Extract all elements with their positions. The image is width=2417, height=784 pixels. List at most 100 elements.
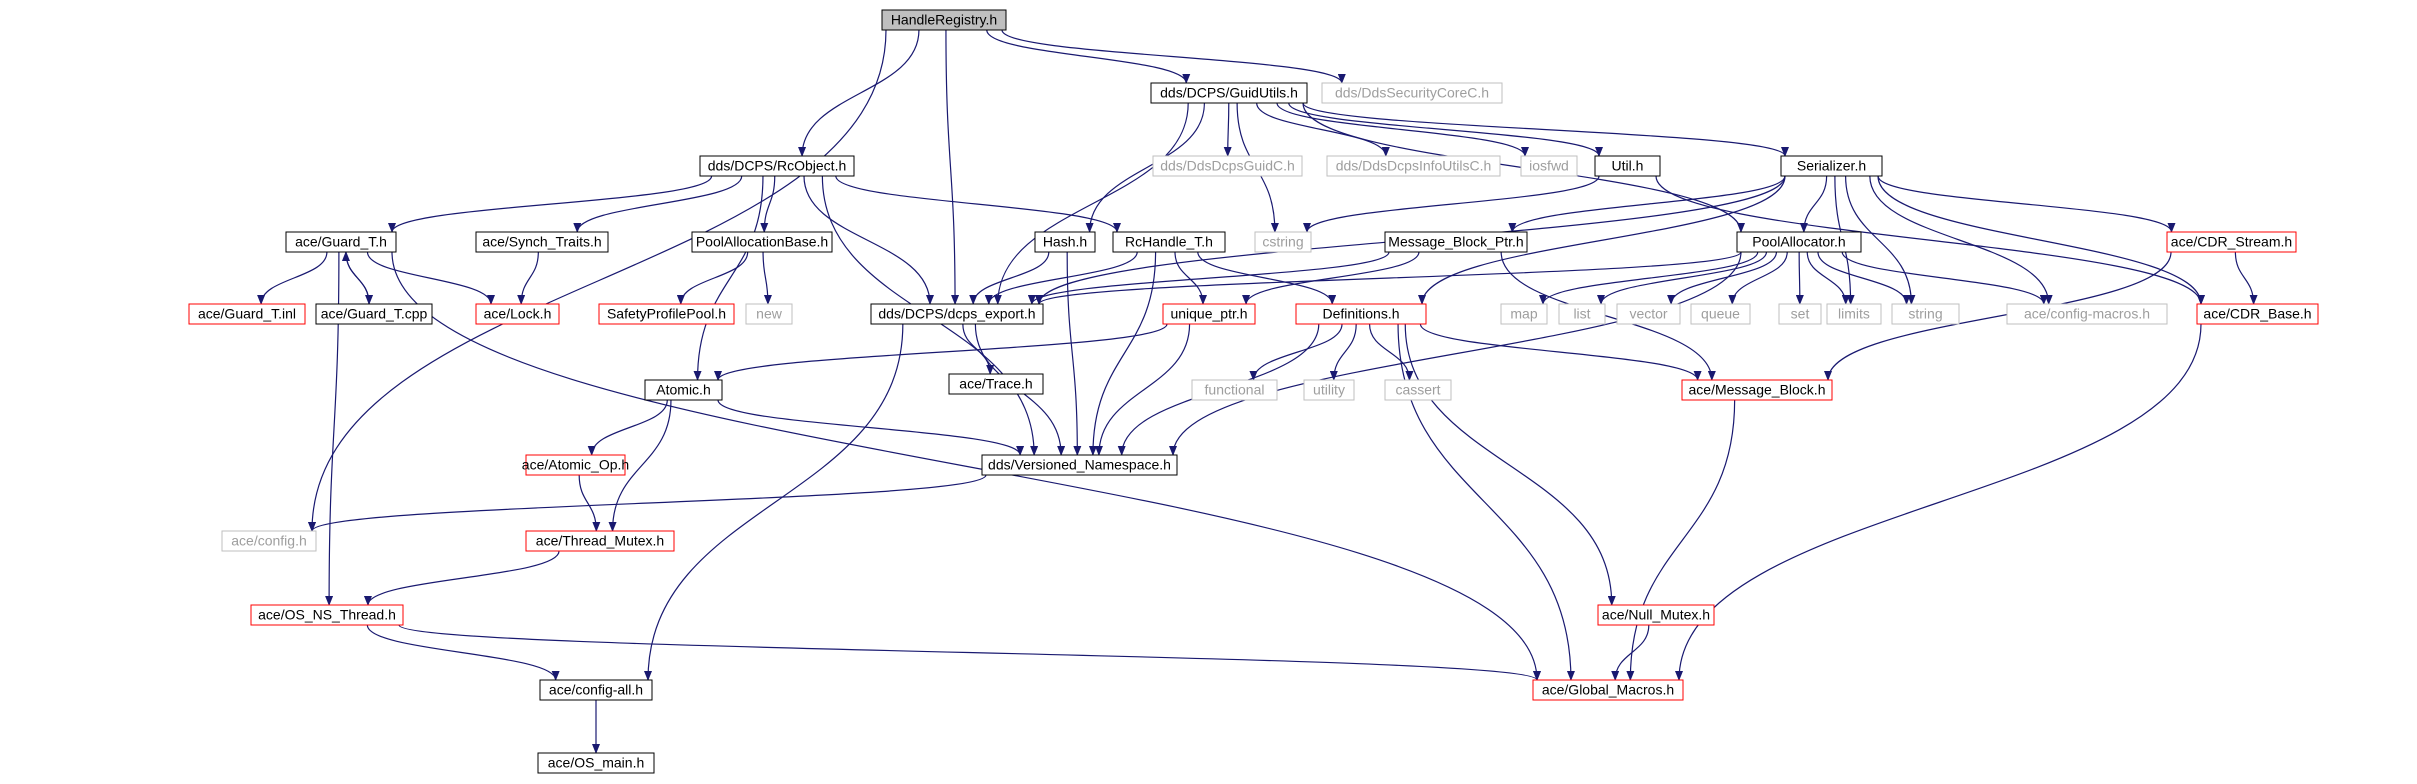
node-box (1681, 379, 1833, 401)
node-vector[interactable]: vector (1616, 303, 1681, 325)
edge-rchandle-to-dcpsexport (984, 251, 1138, 305)
node-atomicop[interactable]: ace/Atomic_Op.h (522, 454, 629, 476)
node-box (1162, 303, 1256, 325)
edge-rcobject-to-poolallocbase (760, 175, 776, 233)
node-box (188, 303, 306, 325)
node-label: ace/config.h (231, 533, 307, 549)
node-list[interactable]: list (1558, 303, 1606, 325)
node-securitycore[interactable]: dds/DdsSecurityCoreC.h (1321, 82, 1503, 104)
node-box (1112, 231, 1226, 253)
node-label: cstring (1262, 234, 1303, 250)
edge-uniqueptr-to-versioned (1094, 323, 1191, 456)
node-handleregistry[interactable]: HandleRegistry.h (881, 9, 1007, 31)
node-util[interactable]: Util.h (1594, 155, 1661, 177)
node-limits[interactable]: limits (1826, 303, 1882, 325)
edge-handleregistry-to-guidutils (986, 29, 1191, 84)
node-osmain[interactable]: ace/OS_main.h (537, 752, 655, 774)
node-box (2166, 231, 2297, 253)
node-label: string (1908, 306, 1942, 322)
node-rchandle[interactable]: RcHandle_T.h (1112, 231, 1226, 253)
node-guardinl[interactable]: ace/Guard_T.inl (188, 303, 306, 325)
edge-poolallocator-to-configmacros (1841, 251, 2048, 305)
node-new[interactable]: new (745, 303, 793, 325)
node-label: ace/OS_main.h (548, 755, 645, 771)
node-functional[interactable]: functional (1191, 379, 1278, 401)
node-label: dds/DdsDcpsInfoUtilsC.h (1336, 158, 1492, 174)
node-map[interactable]: map (1500, 303, 1548, 325)
node-osnsthread[interactable]: ace/OS_NS_Thread.h (250, 604, 404, 626)
node-guardt[interactable]: ace/Guard_T.h (285, 231, 397, 253)
node-set[interactable]: set (1778, 303, 1822, 325)
node-cstring[interactable]: cstring (1254, 231, 1312, 253)
node-mbptr[interactable]: Message_Block_Ptr.h (1384, 231, 1528, 253)
node-infoutilsc[interactable]: dds/DdsDcpsInfoUtilsC.h (1326, 155, 1501, 177)
node-label: queue (1701, 306, 1740, 322)
node-box (1558, 303, 1606, 325)
node-trace[interactable]: ace/Trace.h (948, 373, 1044, 395)
node-synchtraits[interactable]: ace/Synch_Traits.h (475, 231, 609, 253)
edge-serializer-to-cdrstream (1877, 175, 2176, 233)
edge-serializer-to-poolallocator (1799, 175, 1828, 233)
node-configmacros[interactable]: ace/config-macros.h (2006, 303, 2168, 325)
node-queue[interactable]: queue (1690, 303, 1751, 325)
node-label: dds/Versioned_Namespace.h (988, 457, 1171, 473)
node-box (1690, 303, 1751, 325)
node-box (699, 155, 855, 177)
node-string[interactable]: string (1891, 303, 1960, 325)
edge-rchandle-to-versioned (1088, 251, 1157, 456)
node-label: dds/DdsDcpsGuidC.h (1160, 158, 1295, 174)
node-config[interactable]: ace/config.h (221, 530, 317, 552)
node-cassert[interactable]: cassert (1384, 379, 1452, 401)
node-utility[interactable]: utility (1303, 379, 1355, 401)
node-label: ace/Message_Block.h (1689, 382, 1826, 398)
node-guidutils[interactable]: dds/DCPS/GuidUtils.h (1150, 82, 1308, 104)
node-uniqueptr[interactable]: unique_ptr.h (1162, 303, 1256, 325)
node-messageblock[interactable]: ace/Message_Block.h (1681, 379, 1833, 401)
node-definitions[interactable]: Definitions.h (1295, 303, 1427, 325)
edge-guidutils-to-dcpsexport (993, 102, 1189, 305)
node-box (475, 303, 560, 325)
node-guidc[interactable]: dds/DdsDcpsGuidC.h (1152, 155, 1303, 177)
node-lock[interactable]: ace/Lock.h (475, 303, 560, 325)
edge-handleregistry-to-dcpsexport (945, 29, 960, 305)
node-label: iosfwd (1529, 158, 1569, 174)
node-threadmutex[interactable]: ace/Thread_Mutex.h (525, 530, 675, 552)
node-globalmacros[interactable]: ace/Global_Macros.h (1532, 679, 1684, 701)
node-poolallocator[interactable]: PoolAllocator.h (1736, 231, 1862, 253)
node-box (1150, 82, 1308, 104)
node-box (1034, 231, 1096, 253)
node-box (539, 679, 653, 701)
node-box (1500, 303, 1548, 325)
edge-nullmutex-to-globalmacros (1611, 624, 1650, 681)
node-box (1780, 155, 1883, 177)
node-serializer[interactable]: Serializer.h (1780, 155, 1883, 177)
node-safetypool[interactable]: SafetyProfilePool.h (598, 303, 735, 325)
node-nullmutex[interactable]: ace/Null_Mutex.h (1597, 604, 1715, 626)
node-configall[interactable]: ace/config-all.h (539, 679, 653, 701)
node-cdrbase[interactable]: ace/CDR_Base.h (2196, 303, 2319, 325)
node-box (250, 604, 404, 626)
node-label: ace/Guard_T.cpp (321, 306, 428, 322)
edge-guardt-to-globalmacros (391, 251, 1541, 681)
node-label: ace/Guard_T.inl (198, 306, 296, 322)
node-label: limits (1838, 306, 1870, 322)
node-atomic[interactable]: Atomic.h (644, 379, 723, 401)
node-iosfwd[interactable]: iosfwd (1520, 155, 1578, 177)
node-label: ace/config-all.h (549, 682, 643, 698)
node-poolallocbase[interactable]: PoolAllocationBase.h (691, 231, 833, 253)
node-guardcpp[interactable]: ace/Guard_T.cpp (315, 303, 433, 325)
edge-atomicop-to-threadmutex (578, 474, 601, 532)
node-box (1891, 303, 1960, 325)
node-box (221, 530, 317, 552)
edge-rcobject-to-dcpsexport (803, 175, 934, 305)
node-dcpsexport[interactable]: dds/DCPS/dcps_export.h (870, 303, 1044, 325)
node-rcobject[interactable]: dds/DCPS/RcObject.h (699, 155, 855, 177)
node-cdrstream[interactable]: ace/CDR_Stream.h (2166, 231, 2297, 253)
edge-poolallocator-to-queue (1728, 251, 1788, 305)
node-label: Serializer.h (1797, 158, 1866, 174)
node-label: ace/Thread_Mutex.h (536, 533, 664, 549)
node-versioned[interactable]: dds/Versioned_Namespace.h (981, 454, 1178, 476)
edge-rchandle-to-uniqueptr (1174, 251, 1207, 305)
node-hash[interactable]: Hash.h (1034, 231, 1096, 253)
node-box (1384, 231, 1528, 253)
